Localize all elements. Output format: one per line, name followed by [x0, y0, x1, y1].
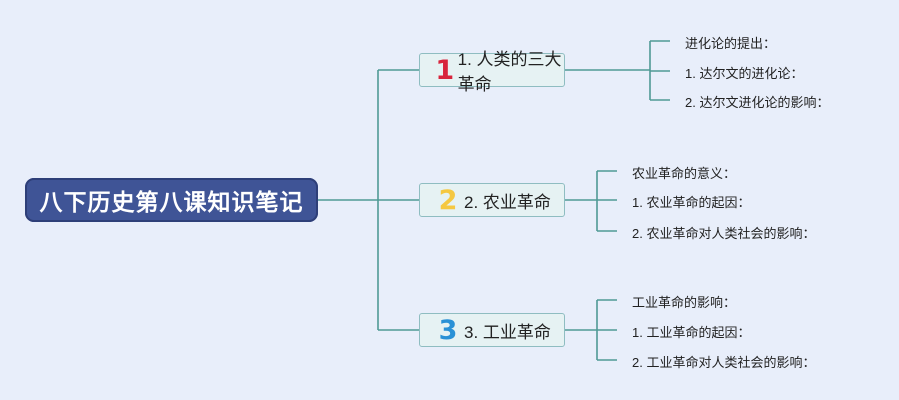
connector-leaves-2 — [565, 170, 617, 232]
branch-node-3[interactable]: 3 3. 工业革命 — [419, 313, 565, 347]
leaf-1-2[interactable]: 1. 达尔文的进化论： — [685, 66, 804, 81]
leaf-2-1[interactable]: 农业革命的意义： — [632, 166, 737, 181]
number-two-icon: 2 — [438, 184, 458, 216]
branch-node-1[interactable]: 1 1. 人类的三大革命 — [419, 50, 565, 94]
number-three-icon: 3 — [438, 314, 458, 346]
branch-label-2: 2. 农业革命 — [464, 192, 551, 212]
root-title: 八下历史第八课知识笔记 — [39, 189, 304, 215]
leaf-3-1[interactable]: 工业革命的影响： — [632, 295, 737, 310]
leaf-2-3[interactable]: 2. 农业革命对人类社会的影响： — [632, 226, 816, 241]
branch-node-2[interactable]: 2 2. 农业革命 — [419, 183, 565, 217]
connector-leaves-1 — [565, 40, 670, 101]
branch-label-3: 3. 工业革命 — [464, 322, 551, 342]
leaf-3-3[interactable]: 2. 工业革命对人类社会的影响： — [632, 355, 816, 370]
leaf-1-1[interactable]: 进化论的提出： — [685, 36, 777, 51]
number-one-icon: 1 — [435, 54, 455, 86]
connector-leaves-3 — [565, 299, 617, 361]
root-node[interactable]: 八下历史第八课知识笔记 — [25, 178, 318, 222]
leaf-1-3[interactable]: 2. 达尔文进化论的影响： — [685, 95, 830, 110]
branch-label-1: 1. 人类的三大革命 — [457, 50, 562, 94]
leaf-3-2[interactable]: 1. 工业革命的起因： — [632, 325, 751, 340]
leaf-2-2[interactable]: 1. 农业革命的起因： — [632, 195, 751, 210]
